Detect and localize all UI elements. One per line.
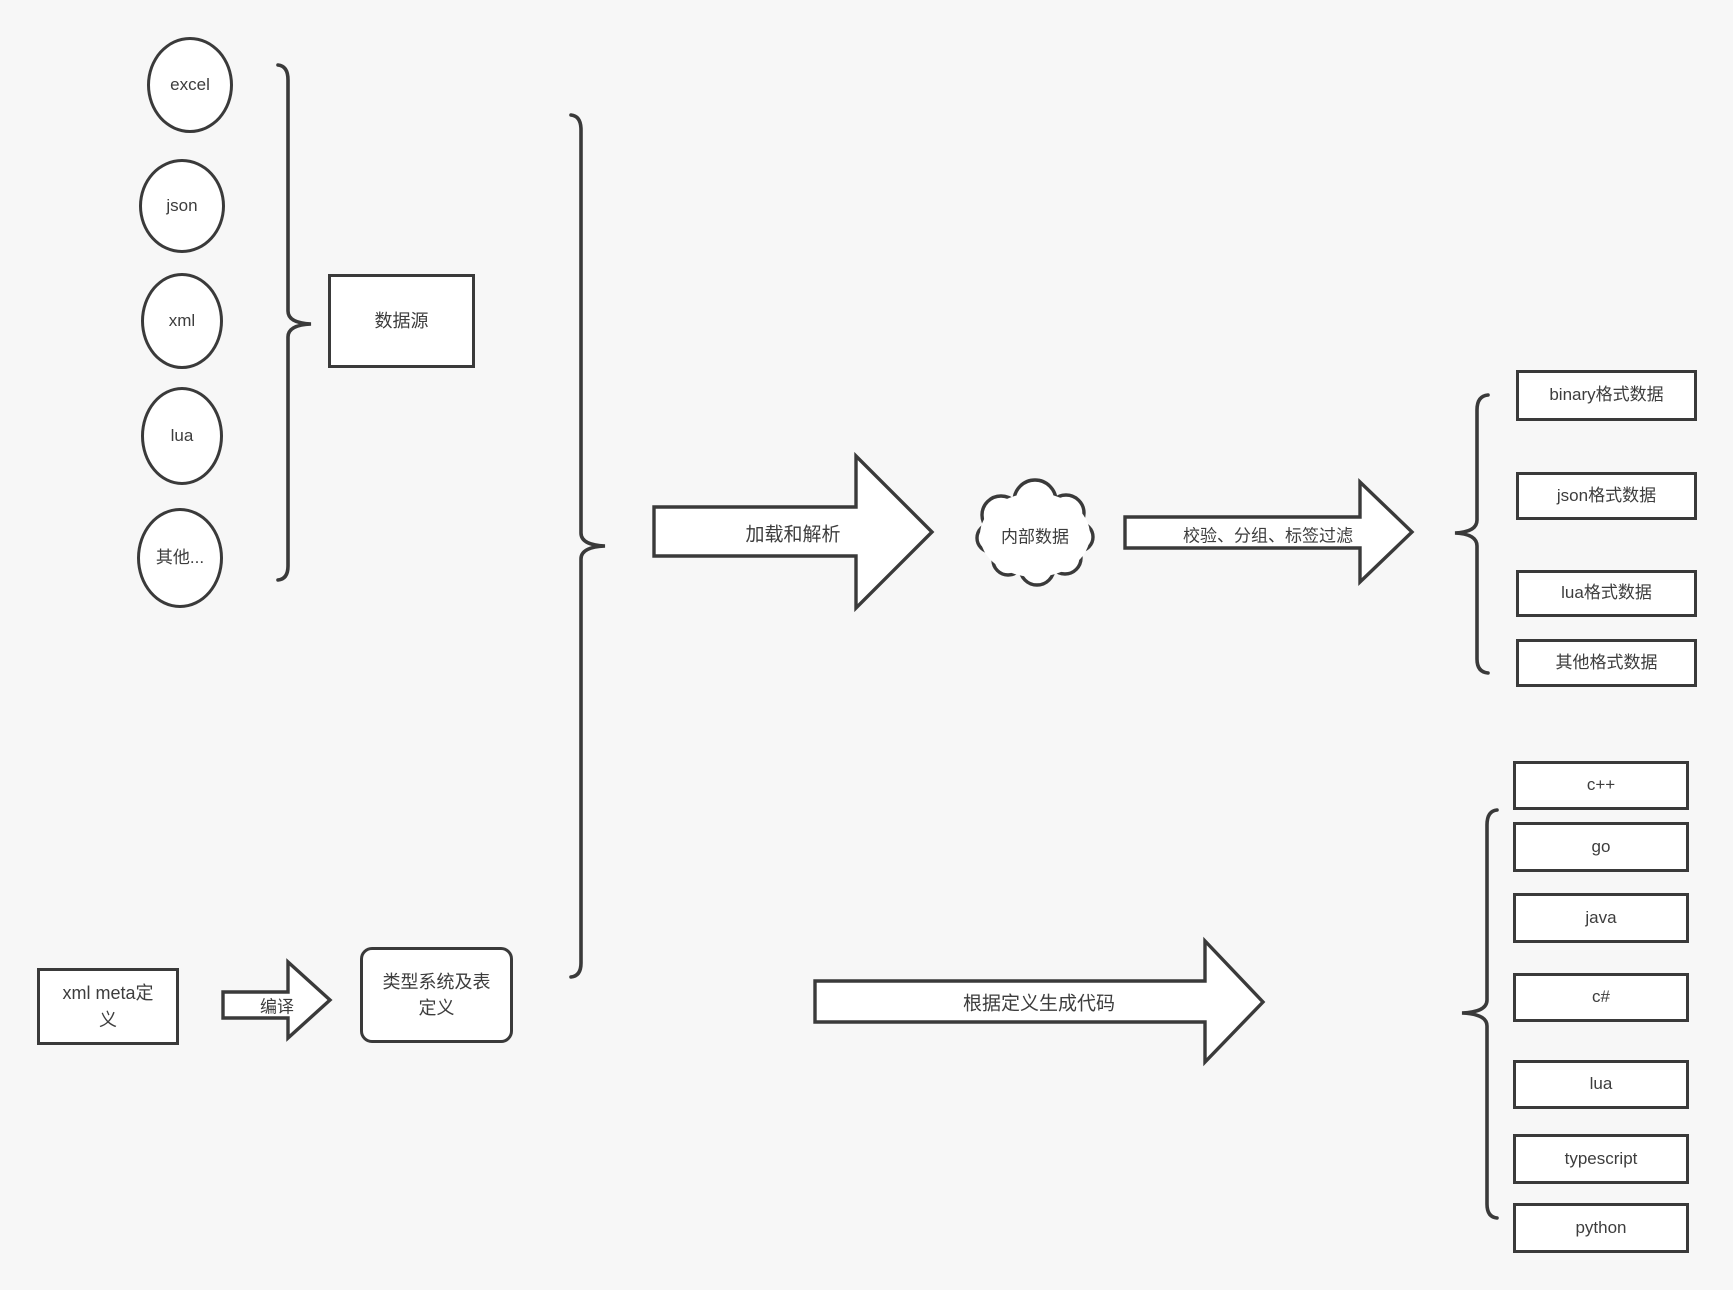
source-node-excel: excel [147, 37, 233, 133]
language-box-java: java [1513, 893, 1689, 943]
outputs-brace [1454, 393, 1490, 675]
output-box-json: json格式数据 [1516, 472, 1697, 520]
output-box-binary: binary格式数据 [1516, 370, 1697, 421]
source-node-xml: xml [141, 273, 223, 369]
language-box-cpp: c++ [1513, 761, 1689, 810]
compile-arrow-label: 编译 [260, 997, 294, 1017]
output-box-label: 其他格式数据 [1555, 652, 1658, 672]
output-box-other: 其他格式数据 [1516, 639, 1697, 687]
output-box-label: binary格式数据 [1549, 385, 1664, 405]
pipeline-brace [569, 113, 606, 979]
language-box-python: python [1513, 1203, 1689, 1253]
xml-meta-box-label: xml meta定义 [62, 983, 154, 1030]
language-box-go: go [1513, 822, 1689, 872]
filter-arrow-label: 校验、分组、标签过滤 [1183, 526, 1353, 546]
type-system-box-label: 类型系统及表定义 [382, 971, 491, 1018]
output-box-lua: lua格式数据 [1516, 570, 1697, 617]
cloud-shape [975, 478, 1095, 587]
load-arrow [652, 451, 935, 613]
filter-arrow [1123, 478, 1415, 586]
datasource-box-label: 数据源 [374, 310, 429, 331]
sources-brace [276, 63, 312, 582]
source-node-label: xml [168, 310, 196, 330]
source-node-json: json [139, 159, 225, 253]
load-arrow-label: 加载和解析 [745, 524, 841, 546]
generate-arrow [813, 936, 1266, 1067]
source-node-label: json [166, 195, 198, 215]
output-box-label: json格式数据 [1556, 485, 1657, 505]
language-box-label: c++ [1586, 775, 1616, 795]
type-system-box: 类型系统及表定义 [360, 947, 513, 1043]
language-box-csharp: c# [1513, 973, 1689, 1022]
source-node-other: 其他... [137, 508, 223, 608]
output-box-label: lua格式数据 [1561, 583, 1652, 603]
language-box-label: java [1585, 907, 1617, 927]
languages-brace [1461, 808, 1499, 1220]
language-box-label: lua [1589, 1074, 1613, 1094]
language-box-label: python [1575, 1217, 1627, 1237]
cloud-label: 内部数据 [1001, 527, 1069, 547]
compile-arrow [221, 958, 333, 1042]
language-box-typescript: typescript [1513, 1134, 1689, 1184]
xml-meta-box: xml meta定义 [37, 968, 179, 1045]
source-node-lua: lua [141, 387, 223, 485]
language-box-label: c# [1592, 987, 1610, 1007]
generate-arrow-label: 根据定义生成代码 [962, 993, 1116, 1015]
source-node-label: excel [170, 74, 210, 94]
language-box-lua: lua [1513, 1060, 1689, 1109]
source-node-label: 其他... [155, 547, 205, 567]
language-box-label: go [1591, 836, 1611, 856]
datasource-box: 数据源 [328, 274, 475, 368]
language-box-label: typescript [1564, 1148, 1638, 1168]
source-node-label: lua [170, 425, 194, 445]
